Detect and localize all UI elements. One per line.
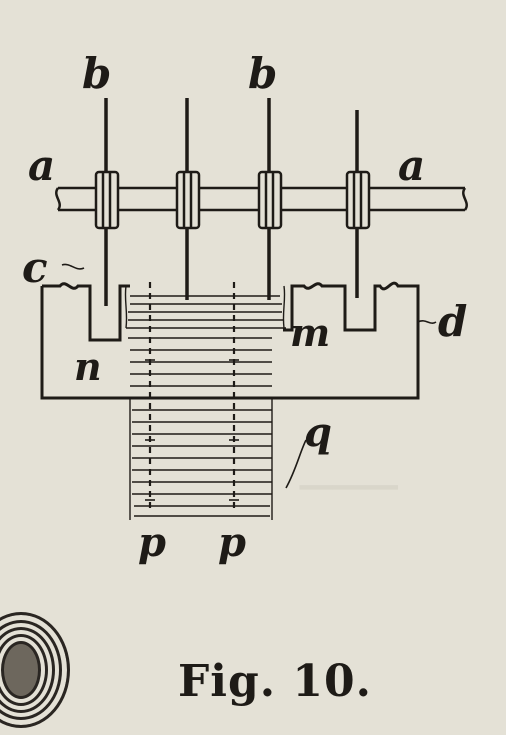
- pins-p: [148, 282, 236, 512]
- label-c: c: [22, 243, 48, 292]
- rods-b: [104, 98, 359, 306]
- label-n: n: [74, 344, 102, 389]
- label-p-right: p: [218, 519, 246, 566]
- label-b-right: b: [248, 49, 277, 98]
- label-p-left: p: [138, 519, 166, 566]
- label-d: d: [438, 297, 467, 346]
- threads-q: [124, 285, 286, 520]
- base-block: [40, 281, 420, 400]
- label-m: m: [290, 310, 330, 355]
- figure-caption: Fig. 10.: [178, 656, 372, 707]
- label-a-left: a: [28, 141, 55, 190]
- label-a-right: a: [398, 141, 425, 190]
- label-leaders: [61, 263, 437, 489]
- pin-p-ticks: [145, 359, 239, 501]
- bleed-through-text: ───: [300, 455, 398, 519]
- shaft-collars: [94, 170, 371, 230]
- label-b-left: b: [82, 49, 111, 98]
- label-q: q: [304, 409, 332, 456]
